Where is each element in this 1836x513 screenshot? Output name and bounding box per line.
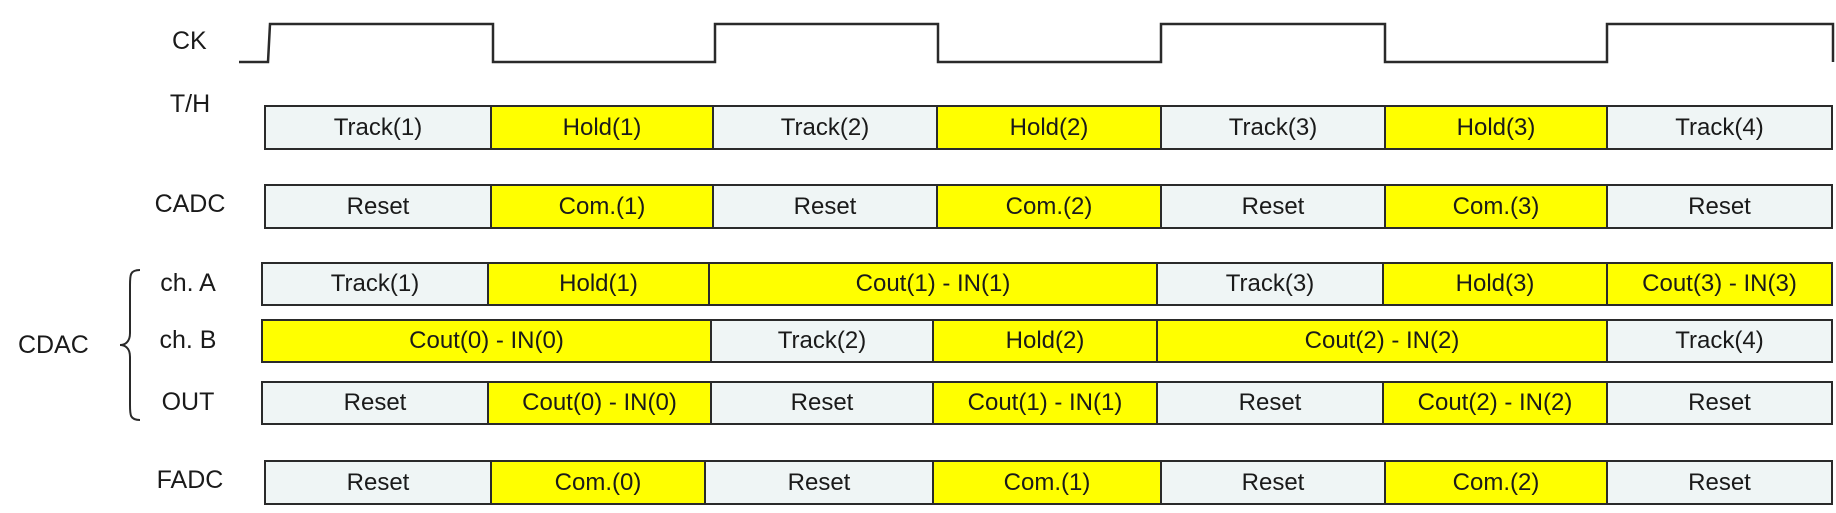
- phase-segment: Track(1): [264, 105, 492, 150]
- phase-segment: Hold(1): [490, 105, 714, 150]
- phase-segment: Cout(0) - IN(0): [487, 381, 712, 425]
- phase-segment: Reset: [1160, 460, 1386, 505]
- phase-segment: Reset: [1606, 381, 1833, 425]
- phase-segment: Track(3): [1160, 105, 1386, 150]
- phase-segment: Com.(1): [932, 460, 1162, 505]
- curly-brace-icon: [119, 269, 141, 421]
- clock-trace: [239, 22, 1835, 64]
- row-label-fadc: FADC: [156, 466, 224, 494]
- phase-segment: Com.(2): [1384, 460, 1608, 505]
- phase-segment: Reset: [264, 460, 492, 505]
- phase-segment: Track(1): [261, 262, 489, 306]
- phase-segment: Track(4): [1606, 319, 1833, 363]
- phase-segment: Reset: [1156, 381, 1384, 425]
- brace-path: [119, 269, 141, 421]
- phase-segment: Track(2): [710, 319, 934, 363]
- signal-row-chb: Cout(0) - IN(0)Track(2)Hold(2)Cout(2) - …: [0, 319, 1836, 363]
- phase-segment: Com.(3): [1384, 184, 1608, 229]
- cdac-group-label: CDAC: [18, 331, 89, 359]
- row-label-th: T/H: [169, 90, 211, 118]
- signal-row-cha: Track(1)Hold(1)Cout(1) - IN(1)Track(3)Ho…: [0, 262, 1836, 306]
- row-label-out: OUT: [161, 388, 215, 416]
- signal-row-th: Track(1)Hold(1)Track(2)Hold(2)Track(3)Ho…: [0, 105, 1836, 150]
- phase-segment: Cout(1) - IN(1): [708, 262, 1158, 306]
- phase-segment: Hold(1): [487, 262, 710, 306]
- phase-segment: Reset: [1160, 184, 1386, 229]
- phase-segment: Hold(2): [936, 105, 1162, 150]
- row-label-cha: ch. A: [160, 269, 216, 297]
- phase-segment: Track(4): [1606, 105, 1833, 150]
- phase-segment: Reset: [261, 381, 489, 425]
- phase-segment: Hold(3): [1382, 262, 1608, 306]
- phase-segment: Track(3): [1156, 262, 1384, 306]
- phase-segment: Reset: [712, 184, 938, 229]
- phase-segment: Com.(0): [490, 460, 706, 505]
- phase-segment: Cout(2) - IN(2): [1156, 319, 1608, 363]
- phase-segment: Track(2): [712, 105, 938, 150]
- phase-segment: Cout(0) - IN(0): [261, 319, 712, 363]
- phase-segment: Cout(1) - IN(1): [932, 381, 1158, 425]
- phase-segment: Hold(2): [932, 319, 1158, 363]
- phase-segment: Reset: [710, 381, 934, 425]
- phase-segment: Hold(3): [1384, 105, 1608, 150]
- row-label-chb: ch. B: [159, 326, 217, 354]
- phase-segment: Reset: [1606, 184, 1833, 229]
- phase-segment: Com.(2): [936, 184, 1162, 229]
- phase-segment: Reset: [704, 460, 934, 505]
- row-label-cadc: CADC: [154, 190, 226, 218]
- phase-segment: Cout(3) - IN(3): [1606, 262, 1833, 306]
- clock-waveform: [239, 22, 1835, 64]
- phase-segment: Com.(1): [490, 184, 714, 229]
- phase-segment: Cout(2) - IN(2): [1382, 381, 1608, 425]
- clock-label: CK: [172, 27, 207, 55]
- phase-segment: Reset: [1606, 460, 1833, 505]
- phase-segment: Reset: [264, 184, 492, 229]
